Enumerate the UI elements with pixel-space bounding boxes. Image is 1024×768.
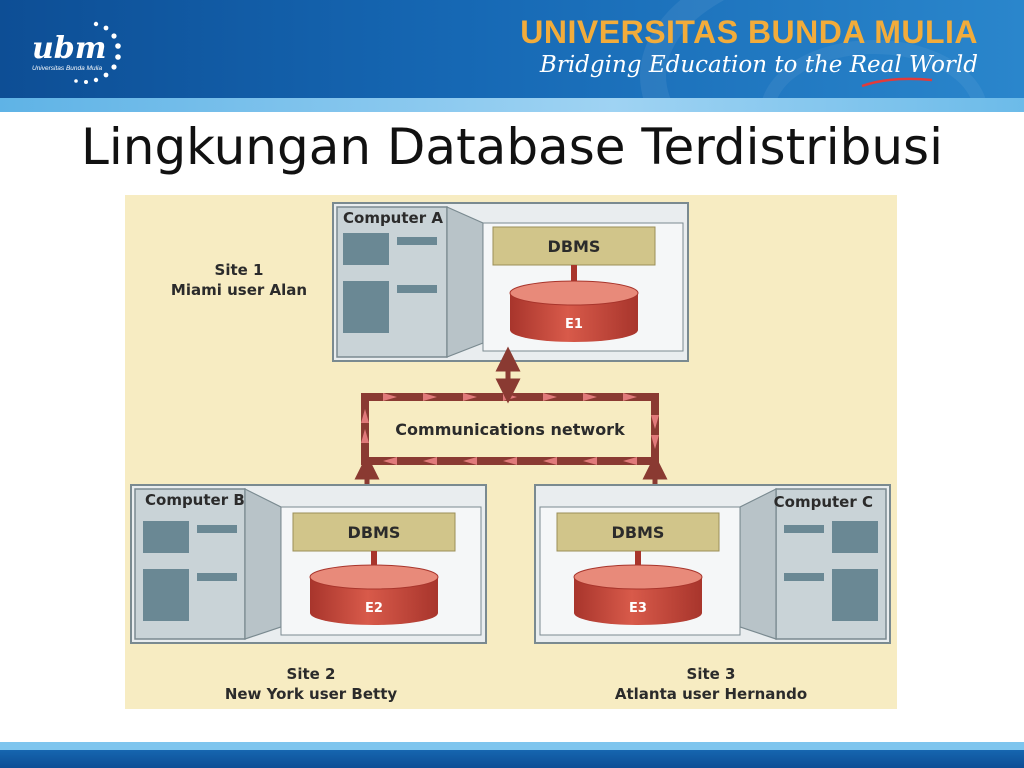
logo-text: ubm: [32, 31, 107, 66]
tagline: Bridging Education to the Real World: [539, 52, 978, 78]
header-stripe: [0, 98, 1024, 112]
computer-b: Computer B DBMS E2: [130, 484, 487, 644]
tagline-underline: [861, 77, 933, 88]
site-2-label: Site 2: [287, 665, 336, 683]
site-1-user: Miami user Alan: [171, 281, 307, 299]
ubm-logo: ubm Universitas Bunda Mulia: [32, 21, 121, 84]
university-name: UNIVERSITAS BUNDA MULIA: [520, 14, 978, 50]
site-1-label: Site 1: [215, 261, 264, 279]
logo-subtext: Universitas Bunda Mulia: [32, 65, 102, 72]
distributed-database-diagram: Computer A DBMS E1 Site 1 Miami user Ala…: [125, 195, 897, 709]
header-banner: ubm Universitas Bunda Mulia UNIVERSITAS …: [0, 0, 1024, 112]
site-2-user: New York user Betty: [225, 685, 398, 703]
database-e2: E2: [365, 601, 383, 616]
computer-c-dbms: DBMS: [612, 523, 665, 542]
database-e3: E3: [629, 601, 647, 616]
slide-title: Lingkungan Database Terdistribusi: [81, 118, 943, 176]
database-e1: E1: [565, 317, 583, 332]
computer-a-dbms: DBMS: [548, 237, 601, 256]
footer-bar: [0, 742, 1024, 768]
site-3-user: Atlanta user Hernando: [615, 685, 807, 703]
computer-c-label: Computer C: [774, 493, 873, 511]
site-3-label: Site 3: [687, 665, 736, 683]
computer-a: Computer A DBMS E1: [332, 202, 689, 362]
network-label: Communications network: [395, 420, 625, 439]
computer-c: Computer C DBMS E3: [534, 484, 891, 644]
computer-b-dbms: DBMS: [348, 523, 401, 542]
computer-a-label: Computer A: [343, 209, 443, 227]
computer-b-label: Computer B: [145, 491, 245, 509]
